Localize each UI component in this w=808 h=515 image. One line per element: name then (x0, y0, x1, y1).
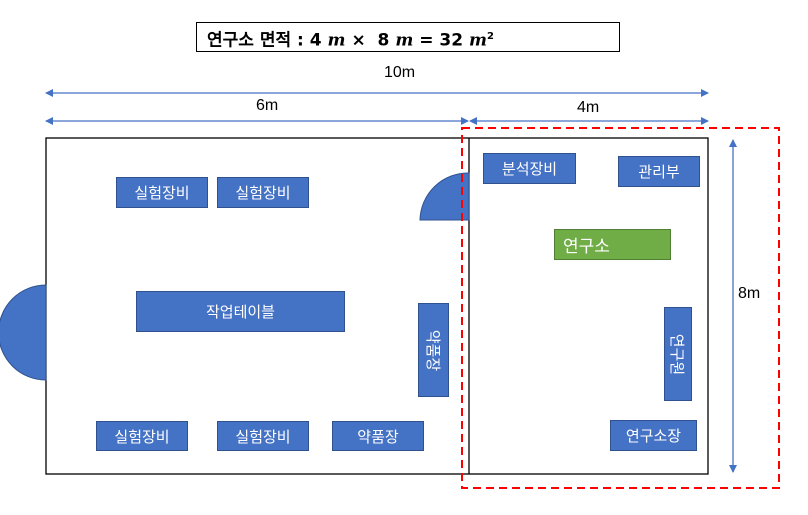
lab-equipment-1: 실험장비 (116, 177, 208, 208)
area-total-value: 32 (439, 30, 464, 51)
lab-director-office: 연구소장 (610, 420, 697, 451)
lab-equipment-4: 실험장비 (217, 421, 309, 451)
right-width-label: 4m (577, 99, 600, 116)
height-label: 8m (738, 285, 761, 302)
analysis-equipment: 분석장비 (483, 153, 576, 184)
left-width-label: 6m (256, 97, 279, 114)
lab-highlight-zone (461, 127, 780, 489)
area-length-value: 8 (377, 30, 390, 51)
work-table: 작업테이블 (136, 291, 345, 332)
lab-entrance-door (419, 172, 470, 221)
lab-label: 연구소 (554, 229, 671, 260)
area-length-unit: m (395, 30, 414, 51)
management-office: 관리부 (618, 156, 700, 187)
medicine-cabinet: 약품장 (332, 421, 424, 451)
area-times-sign: × (351, 30, 366, 51)
area-title-label: 연구소 면적 : (207, 30, 304, 51)
lab-equipment-3: 실험장비 (96, 421, 188, 451)
left-entrance-door (0, 284, 47, 381)
lab-equipment-2: 실험장비 (217, 177, 309, 208)
medicine-cabinet-vertical: 약품장 (418, 303, 449, 397)
area-unit-power: 2 (487, 31, 494, 42)
area-width-value: 4 (309, 30, 322, 51)
area-equals-sign: = (419, 30, 434, 51)
medicine-cabinet-vertical-label: 약품장 (424, 329, 442, 371)
total-width-label: 10m (384, 64, 416, 81)
area-total-unit: m (469, 30, 487, 51)
researcher-area: 연구원 (664, 307, 692, 401)
area-title: 연구소 면적 : 4 m × 8 m = 32 m2 (196, 22, 620, 52)
area-width-unit: m (327, 30, 346, 51)
researcher-area-label: 연구원 (668, 333, 687, 375)
